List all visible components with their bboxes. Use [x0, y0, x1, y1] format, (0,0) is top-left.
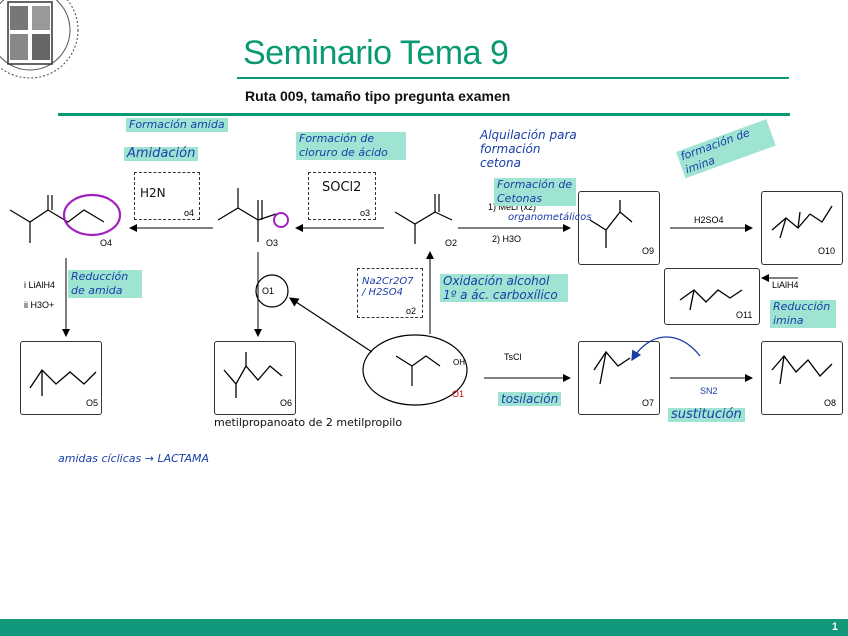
compound-o9-box [578, 191, 660, 265]
note-metilpropanoato: metilpropanoato de 2 metilpropilo [214, 416, 403, 429]
compound-o5-box [20, 341, 102, 415]
compound-o6-box [214, 341, 296, 415]
label-o4: O4 [100, 238, 113, 248]
tag-o4: o4 [184, 208, 195, 218]
note-oxidacion: Oxidación alcohol 1º a ác. carboxílico [440, 274, 568, 302]
reagent-o5-step2: ii H3O+ [24, 300, 55, 310]
label-o3: O3 [266, 238, 279, 248]
title-rule [237, 77, 789, 79]
reagent-box-o2 [357, 268, 423, 318]
note-reduccion-amida: Reducción de amida [68, 270, 142, 298]
note-amidas-ciclicas: amidas cíclicas → LACTAMA [58, 452, 210, 465]
reagent-h2so4: H2SO4 [694, 215, 724, 225]
note-alquilacion: Alquilación para formación cetona [480, 128, 577, 170]
university-seal-logo [0, 0, 79, 79]
note-organometalicos: organometálicos [508, 212, 592, 223]
note-sustitucion: sustitución [668, 408, 745, 422]
footer-bar [0, 619, 848, 636]
tag-o2: o2 [406, 306, 417, 316]
note-amidacion: Amidación [124, 147, 199, 161]
note-formacion-cloruro: Formación de cloruro de ácido [296, 132, 406, 160]
reagent-o5-step1: i LiAlH4 [24, 280, 56, 290]
compound-o4-structure [9, 195, 105, 243]
label-o8: O8 [824, 398, 837, 408]
reagent-meli: 1) MeLi (x2) [488, 202, 537, 212]
label-o9: O9 [642, 246, 655, 256]
label-o11: O11 [736, 310, 753, 320]
reagent-sn2: SN2 [700, 386, 718, 396]
compound-o1-ellipse [362, 334, 468, 406]
note-reduccion-imina: Reducción imina [770, 300, 836, 328]
note-tosilacion: tosilación [498, 392, 562, 406]
reagent-tscl: TsCl [504, 352, 522, 362]
compound-o2-structure [394, 194, 453, 244]
compound-o10-box [761, 191, 843, 265]
compound-o3-structure [217, 188, 277, 242]
page-number: 1 [831, 621, 838, 633]
compound-o1-circle [255, 274, 289, 308]
label-o2: O2 [445, 238, 458, 248]
purple-highlight-o4 [62, 193, 122, 237]
compound-o8-box [761, 341, 843, 415]
label-o5: O5 [86, 398, 99, 408]
reagent-h2n: H2N [140, 186, 166, 200]
note-formacion-amida: Formación amida [126, 118, 228, 132]
compound-o7-box [578, 341, 660, 415]
label-o1: O1 [262, 286, 275, 296]
tag-o3: o3 [360, 208, 371, 218]
label-o6: O6 [280, 398, 293, 408]
reagent-box-o4 [134, 172, 200, 220]
page-subtitle: Ruta 009, tamaño tipo pregunta examen [245, 88, 511, 104]
subtitle-rule [58, 113, 790, 116]
label-oh: OH [453, 358, 465, 367]
note-formacion-cetonas: Formación de Cetonas [494, 178, 576, 206]
reagent-h3o: 2) H3O [492, 234, 522, 244]
page-title: Seminario Tema 9 [243, 34, 509, 72]
reagent-socl2: SOCl2 [322, 180, 362, 195]
label-o7: O7 [642, 398, 655, 408]
reagent-na2cr2o7: Na2Cr2O7 / H2SO4 [362, 276, 414, 298]
reagent-lialh4: LiAlH4 [772, 280, 799, 290]
o1-red-tag: O1 [452, 389, 464, 399]
label-o10: O10 [818, 246, 836, 256]
reagent-box-o3 [308, 172, 376, 220]
